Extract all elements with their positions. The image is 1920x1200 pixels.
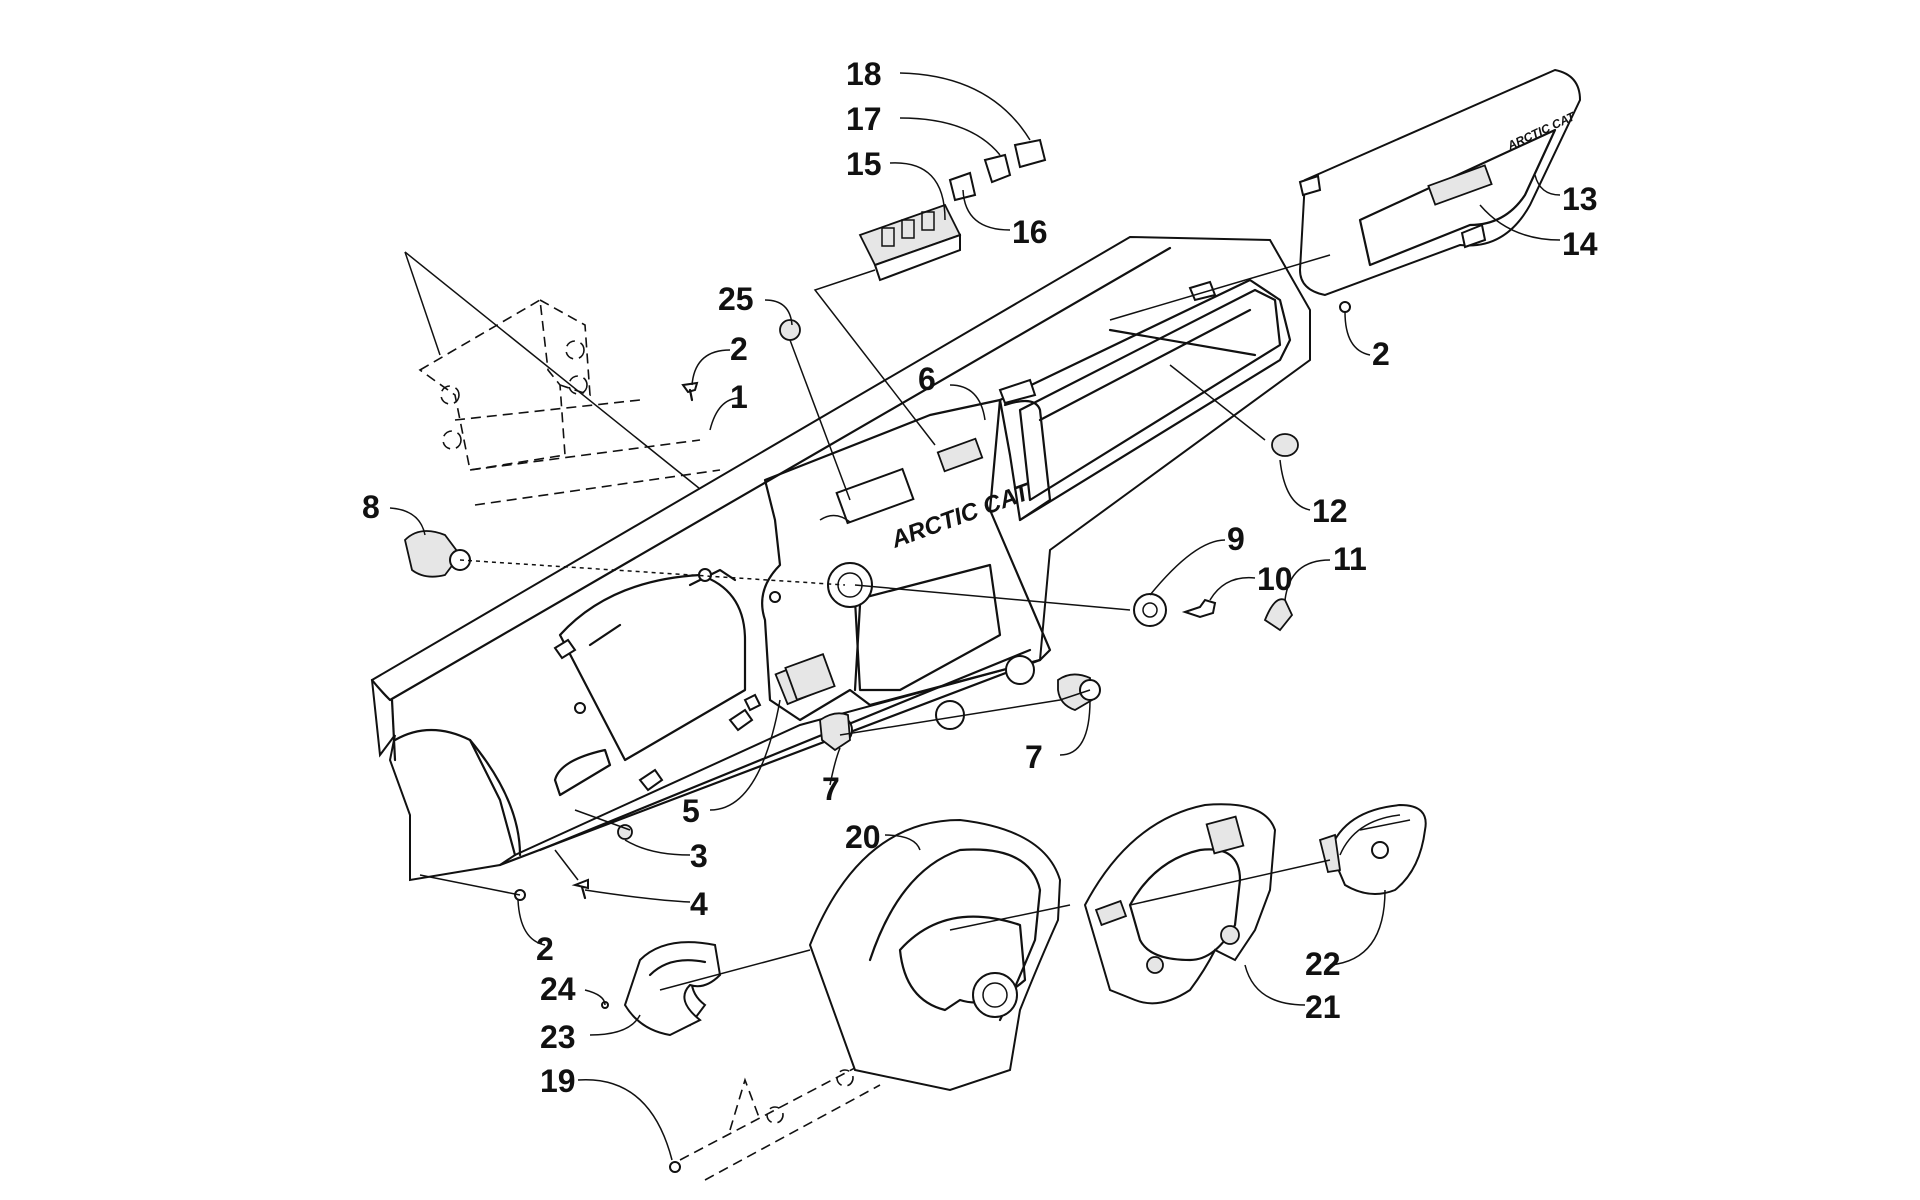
callout-17: 17 xyxy=(846,101,882,137)
callout-10: 10 xyxy=(1257,561,1293,597)
callout-2-right: 2 xyxy=(1372,336,1390,372)
callout-6: 6 xyxy=(918,361,936,397)
lower-bracket xyxy=(679,1059,881,1181)
small-parts xyxy=(404,138,1351,1173)
callout-20: 20 xyxy=(845,819,881,855)
gauge-ring xyxy=(601,941,722,1037)
callout-8: 8 xyxy=(362,489,380,525)
callout-4: 4 xyxy=(690,886,708,922)
callout-2-lower: 2 xyxy=(536,931,554,967)
callout-23: 23 xyxy=(540,1019,576,1055)
callout-7-right: 7 xyxy=(1025,739,1043,775)
callout-19: 19 xyxy=(540,1063,576,1099)
mounting-bracket xyxy=(404,251,721,506)
callout-numbers: 18 17 15 16 25 2 1 6 13 14 2 12 8 9 10 1… xyxy=(362,56,1598,1099)
callout-24: 24 xyxy=(540,971,576,1007)
instrument-bezel xyxy=(655,818,1062,1092)
callout-15: 15 xyxy=(846,146,882,182)
speedometer-gauge xyxy=(1318,803,1427,895)
callout-25: 25 xyxy=(718,281,754,317)
callout-9: 9 xyxy=(1227,521,1245,557)
dashboard-body: ARCTIC CAT xyxy=(370,235,1311,882)
instrument-cover: ARCTIC CAT xyxy=(1298,68,1582,297)
callout-14: 14 xyxy=(1562,226,1598,262)
callout-13: 13 xyxy=(1562,181,1598,217)
callout-1: 1 xyxy=(730,379,748,415)
callout-21: 21 xyxy=(1305,989,1341,1025)
callout-12: 12 xyxy=(1312,493,1348,529)
callout-5: 5 xyxy=(682,793,700,829)
callout-18: 18 xyxy=(846,56,882,92)
callout-7-left: 7 xyxy=(822,771,840,807)
callout-22: 22 xyxy=(1305,946,1341,982)
callout-2-upper: 2 xyxy=(730,331,748,367)
callout-3: 3 xyxy=(690,838,708,874)
callout-16: 16 xyxy=(1012,214,1048,250)
callout-11: 11 xyxy=(1333,541,1367,577)
leader-lines xyxy=(389,72,1561,1161)
gauge-decal-plate xyxy=(1083,803,1277,1005)
